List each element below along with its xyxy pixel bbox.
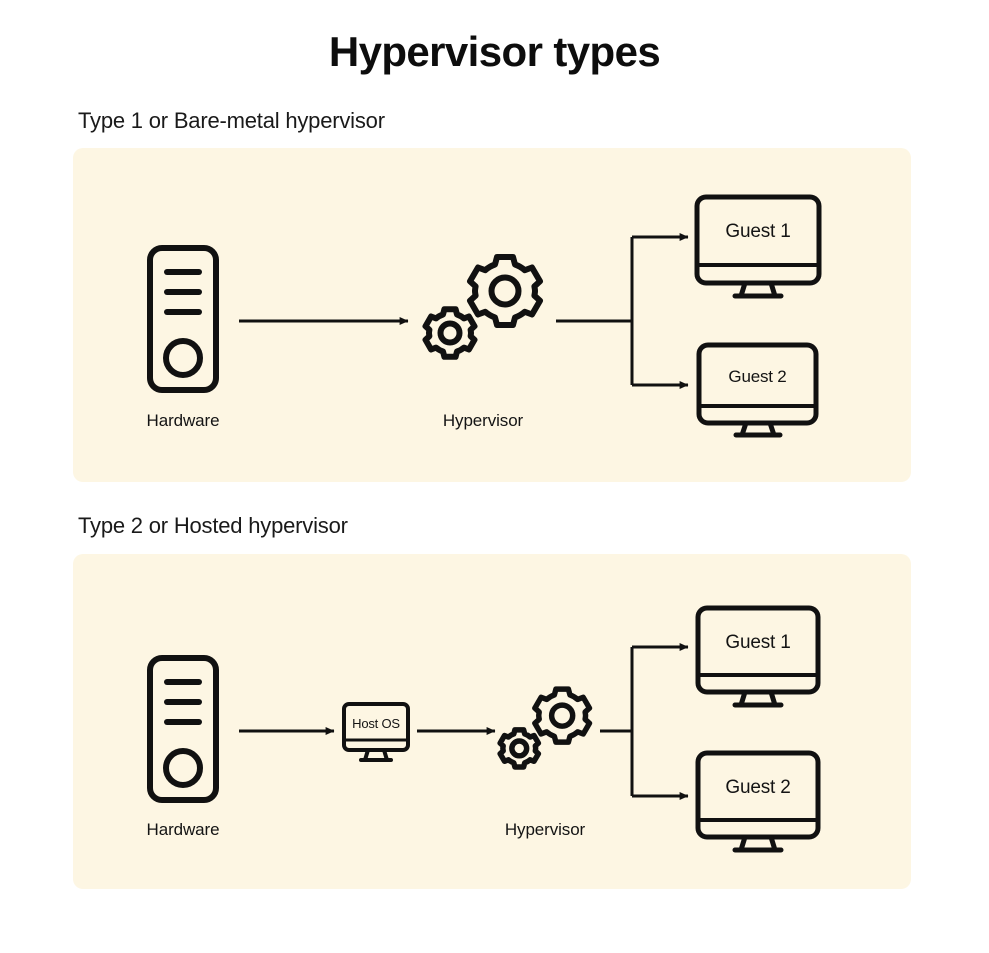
label-hypervisor-type2: Hypervisor: [504, 820, 586, 839]
label-host-os: Host OS: [352, 716, 400, 731]
label-hardware-type2: Hardware: [146, 820, 220, 839]
label-guest1-type2: Guest 1: [725, 632, 791, 653]
label-guest2-type1: Guest 2: [728, 367, 787, 386]
label-guest2-type2: Guest 2: [725, 777, 791, 798]
label-hypervisor-type1: Hypervisor: [442, 411, 524, 430]
section-heading-type1: Type 1 or Bare-metal hypervisor: [78, 108, 385, 133]
page-title: Hypervisor types: [328, 28, 661, 75]
label-hardware-type1: Hardware: [146, 411, 220, 430]
section-heading-type2: Type 2 or Hosted hypervisor: [78, 513, 348, 538]
panel-type1: [73, 148, 911, 482]
label-guest1-type1: Guest 1: [725, 221, 791, 242]
